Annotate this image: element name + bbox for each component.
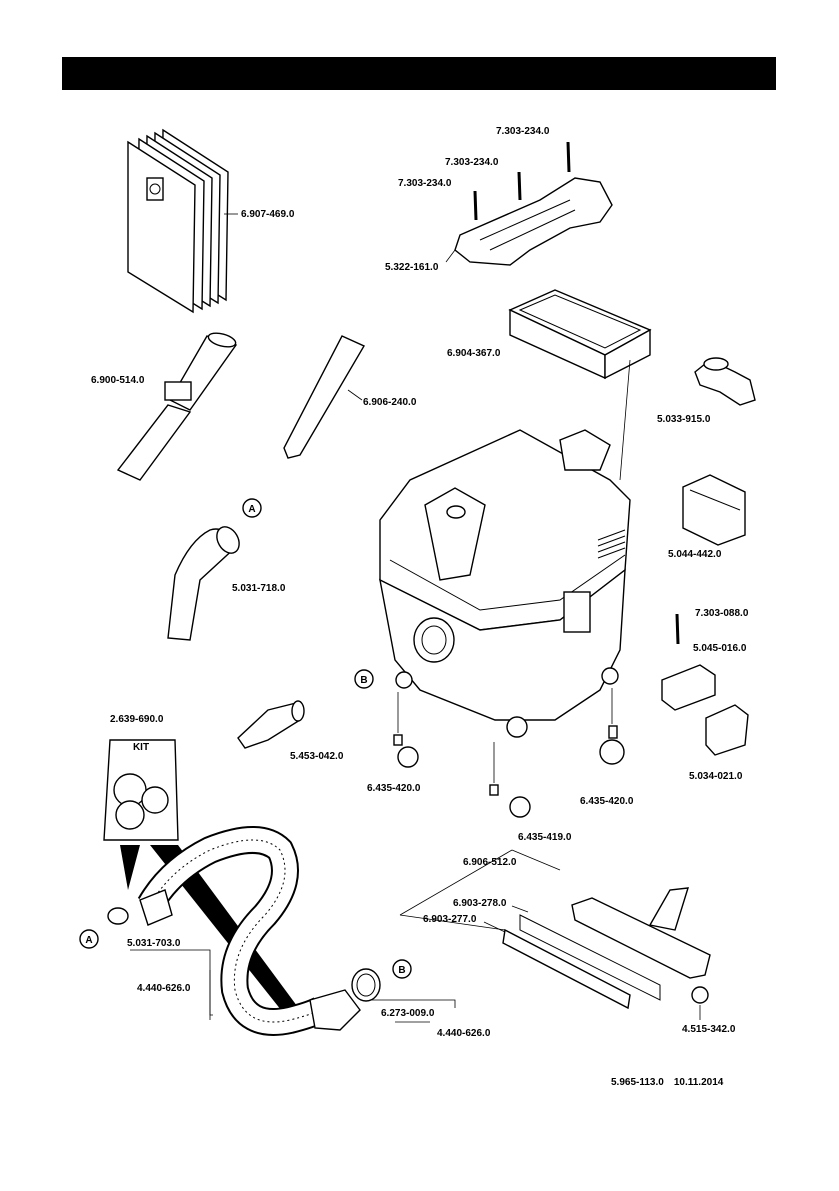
part-label-crevice-nozzle: 6.906-240.0 [363, 397, 417, 408]
callout-b-hose: B [392, 959, 412, 979]
adapter-illustration [237, 700, 305, 749]
screws-illustration [473, 141, 571, 221]
bent-tube-illustration [167, 526, 240, 641]
suction-tubes-illustration [116, 332, 238, 481]
part-label-hose-ring: 6.273-009.0 [381, 1008, 435, 1019]
part-label-adapter: 5.453-042.0 [290, 751, 344, 762]
filter-bags-illustration [127, 128, 238, 314]
part-label-screw-1: 7.303-234.0 [496, 126, 550, 137]
latch-illustration [705, 704, 749, 756]
part-label-screw-3: 7.303-234.0 [398, 178, 452, 189]
part-label-latch: 5.034-021.0 [689, 771, 743, 782]
part-label-caster-left: 6.435-420.0 [367, 783, 421, 794]
part-label-nozzle-joint: 4.515-342.0 [682, 1024, 736, 1035]
part-label-screw-2: 7.303-234.0 [445, 157, 499, 168]
part-label-bent-tube: 5.031-718.0 [232, 583, 286, 594]
svg-text:A: A [248, 504, 255, 515]
svg-text:B: B [398, 965, 405, 976]
part-label-holder-side: 5.044-442.0 [668, 549, 722, 560]
clip-illustration [661, 664, 716, 711]
header-bar [62, 57, 776, 90]
handle-illustration [445, 177, 613, 266]
part-label-clip: 5.045-016.0 [693, 643, 747, 654]
part-label-floor-nozzle-set: 6.906-512.0 [463, 857, 517, 868]
part-label-flat-filter: 6.904-367.0 [447, 348, 501, 359]
part-label-strip-1: 6.903-278.0 [453, 898, 507, 909]
flat-filter-illustration [508, 289, 652, 380]
kit-bag-illustration [103, 739, 300, 1015]
part-label-suction-tubes: 6.900-514.0 [91, 375, 145, 386]
kit-label: KIT [133, 742, 149, 753]
doc-number: 5.965-113.0 [611, 1077, 664, 1088]
part-label-caster-right: 6.435-420.0 [580, 796, 634, 807]
doc-date: 10.11.2014 [673, 1077, 724, 1088]
part-label-hose-assembly: 4.440-626.0 [437, 1028, 491, 1039]
holder-side-illustration [682, 474, 746, 546]
vacuum-body-illustration [379, 359, 631, 738]
part-label-caster-front: 6.435-419.0 [518, 832, 572, 843]
holder-top-illustration [694, 357, 756, 406]
part-label-kit: 2.639-690.0 [110, 714, 164, 725]
footer: 5.965-113.0 10.11.2014 [611, 1077, 733, 1088]
side-screw-illustration [675, 613, 680, 645]
casters-illustration [393, 688, 625, 818]
crevice-nozzle-illustration [283, 335, 365, 459]
hose-illustration [107, 826, 381, 1036]
callout-a-top: A [242, 498, 262, 518]
part-label-side-screw: 7.303-088.0 [695, 608, 749, 619]
callout-b-body: B [354, 669, 374, 689]
part-label-handle: 5.322-161.0 [385, 262, 439, 273]
floor-nozzle-illustration [399, 849, 711, 1020]
part-label-strip-2: 6.903-277.0 [423, 914, 477, 925]
svg-text:A: A [85, 935, 92, 946]
callout-a-hose: A [79, 929, 99, 949]
part-label-hose-cuff: 5.031-703.0 [127, 938, 181, 949]
part-label-holder-top: 5.033-915.0 [657, 414, 711, 425]
svg-text:B: B [360, 675, 367, 686]
part-label-hose: 4.440-626.0 [137, 983, 191, 994]
part-label-filter-bags: 6.907-469.0 [241, 209, 295, 220]
hose-bracket-lines [130, 949, 456, 1023]
